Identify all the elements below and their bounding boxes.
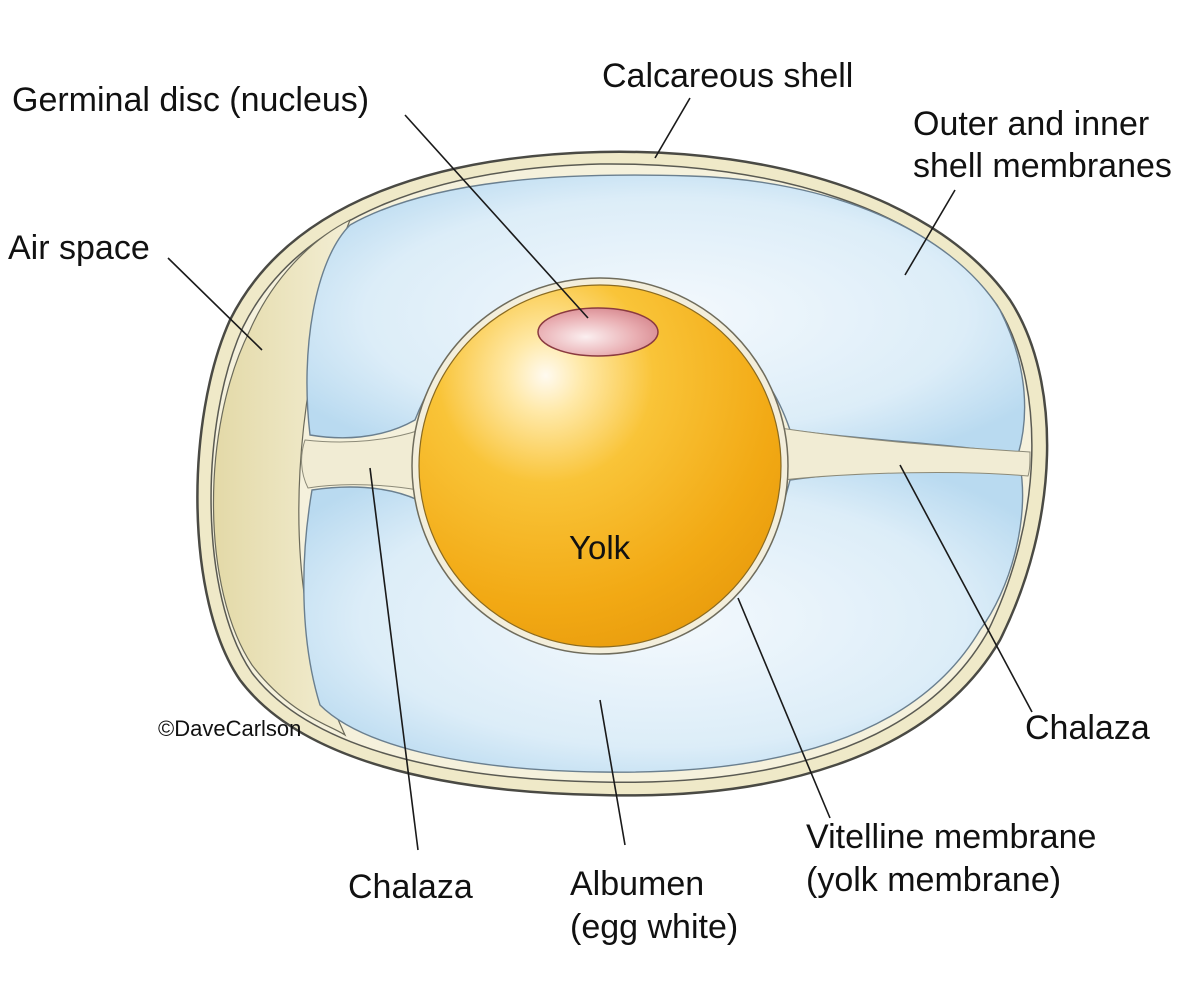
label-albumen-line2: (egg white) xyxy=(570,908,739,946)
label-shell-membranes-line2: shell membranes xyxy=(913,147,1172,185)
germinal-disc-shape xyxy=(537,307,659,357)
leader-chalaza-left xyxy=(369,467,419,851)
label-copyright: ©DaveCarlson xyxy=(158,716,302,741)
yolk-sphere xyxy=(418,284,782,648)
label-calcareous-shell: Calcareous shell xyxy=(602,57,854,95)
label-albumen-line1: Albumen xyxy=(570,865,705,903)
leader-shell-membranes xyxy=(904,189,956,276)
label-vitelline-line1: Vitelline membrane xyxy=(806,818,1097,856)
label-shell-membranes-line1: Outer and inner xyxy=(913,105,1150,143)
leader-chalaza-right xyxy=(899,464,1033,713)
leader-albumen xyxy=(599,699,626,846)
label-germinal-disc: Germinal disc (nucleus) xyxy=(12,81,370,119)
leader-air-space xyxy=(167,257,263,351)
leader-germinal-disc xyxy=(404,114,589,319)
label-yolk: Yolk xyxy=(569,529,631,566)
leader-lines xyxy=(167,97,1033,851)
leader-calcareous-shell xyxy=(654,97,691,159)
label-air-space: Air space xyxy=(8,229,150,267)
label-vitelline-line2: (yolk membrane) xyxy=(806,861,1062,899)
label-chalaza-right: Chalaza xyxy=(1025,709,1150,747)
label-chalaza-left: Chalaza xyxy=(348,868,473,906)
leader-vitelline xyxy=(737,597,831,819)
